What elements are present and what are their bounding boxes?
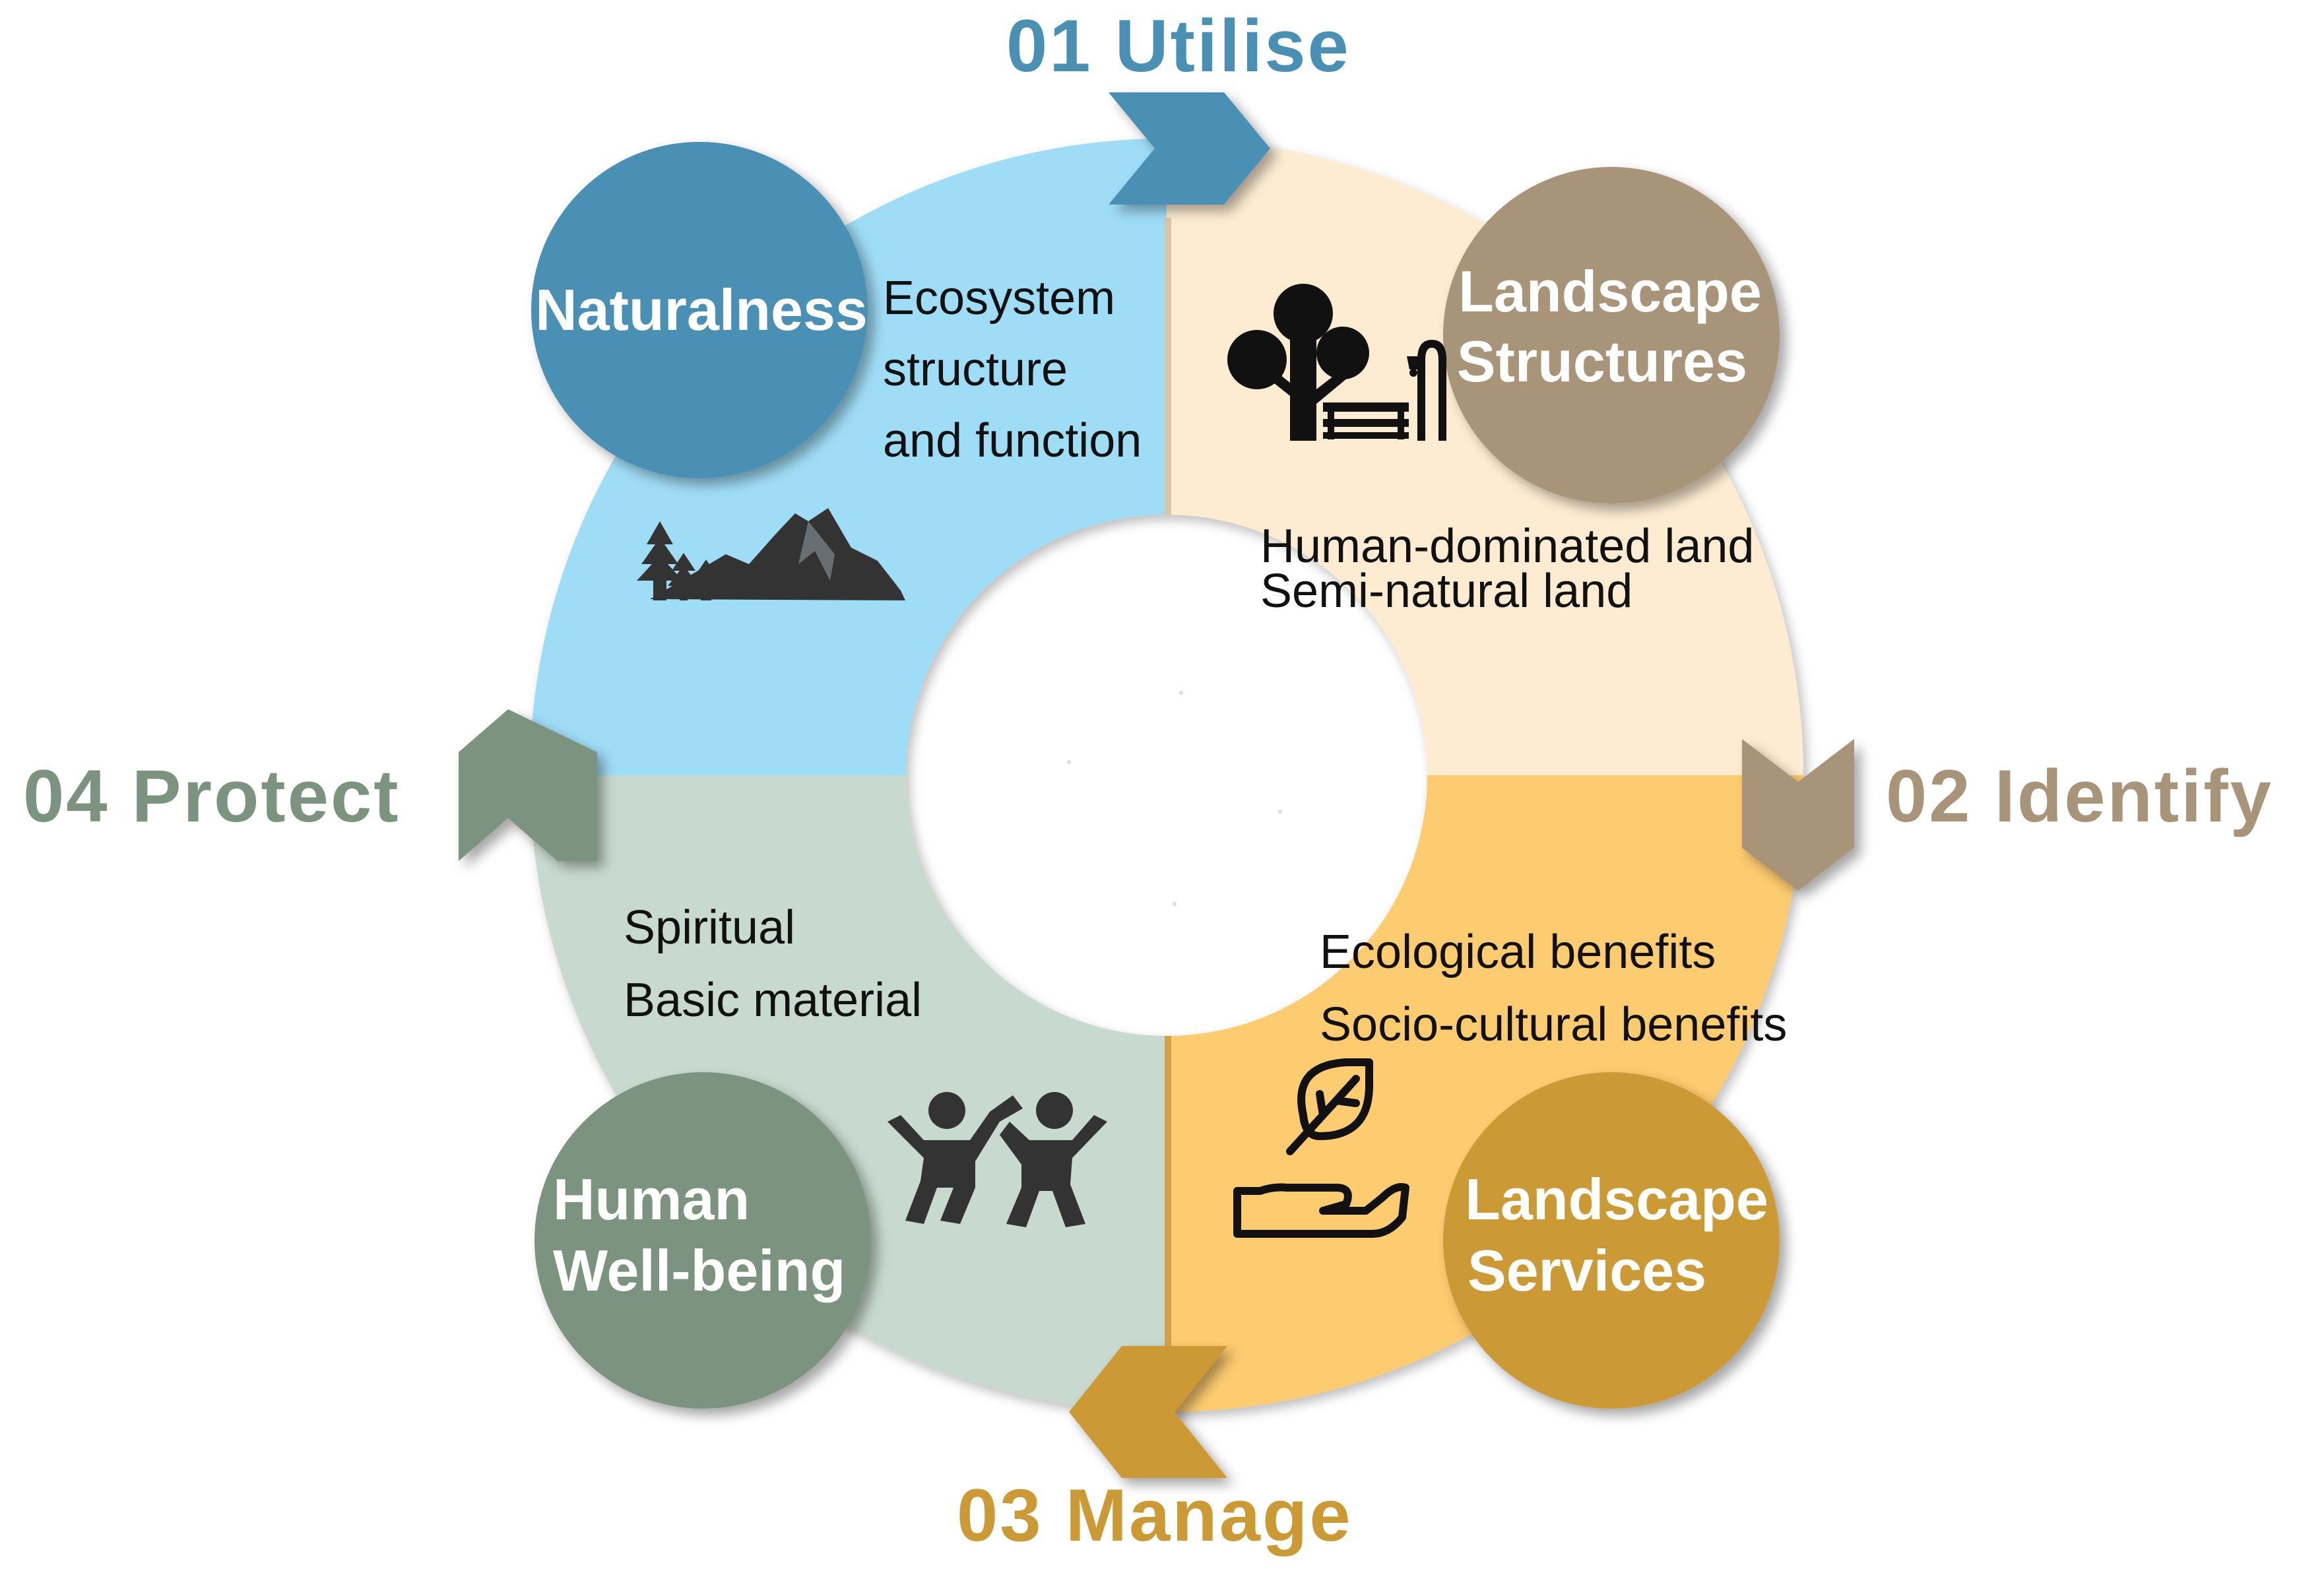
landscape-structures-label-1: Landscape [1458,259,1762,324]
naturalness-desc-1: Ecosystem [883,272,1115,325]
manage-arrow-icon [1069,1346,1227,1478]
step-protect-label: 04 Protect [23,755,401,837]
node-landscape-services: Landscape Services [1443,1072,1780,1409]
identify-arrow-icon [1742,739,1854,891]
landscape-services-label-1: Landscape [1465,1167,1768,1232]
landscape-structures-label-2: Structures [1457,329,1747,394]
human-wellbeing-label-1: Human [553,1167,750,1232]
protect-arrow-icon [459,709,597,861]
node-landscape-structures: Landscape Structures [1443,167,1780,503]
tree-bench-lamp-icon [1227,284,1446,441]
quadrant-landscape-services [1167,775,1803,1412]
services-desc-2: Socio-cultural benefits [1320,998,1787,1051]
step-utilise-label: 01 Utilise [1006,5,1351,87]
step-manage-label: 03 Manage [957,1474,1353,1556]
landscape-services-description: Ecological benefits Socio-cultural benef… [1320,926,1787,1051]
human-wellbeing-description: Spiritual Basic material [624,901,922,1027]
naturalness-desc-3: and function [883,414,1142,467]
leaf-hand-icon [1233,1058,1409,1238]
quadrant-human-wellbeing [530,775,1167,1412]
human-wellbeing-label-2: Well-being [553,1238,845,1303]
people-celebrating-icon [888,1092,1107,1227]
landscape-services-label-2: Services [1468,1238,1706,1303]
wellbeing-desc-1: Spiritual [624,901,795,954]
naturalness-label: Naturalness [535,277,868,342]
node-human-wellbeing: Human Well-being [534,1072,871,1409]
naturalness-desc-2: structure [883,343,1068,396]
mountain-forest-icon [637,508,905,600]
utilise-arrow-icon [1109,92,1270,205]
ring [530,139,1803,1412]
wellbeing-desc-2: Basic material [624,974,922,1027]
step-identify-label: 02 Identify [1886,755,2273,837]
structures-desc-2: Semi-natural land [1260,565,1632,618]
naturalness-description: Ecosystem structure and function [883,272,1142,467]
quadrant-naturalness [530,139,1167,775]
structures-desc-1: Human-dominated land [1260,520,1754,573]
center-hole [1067,691,1282,906]
node-naturalness: Naturalness [531,142,868,478]
landscape-structures-description: Human-dominated land Semi-natural land [1260,520,1754,618]
services-desc-1: Ecological benefits [1320,926,1716,978]
